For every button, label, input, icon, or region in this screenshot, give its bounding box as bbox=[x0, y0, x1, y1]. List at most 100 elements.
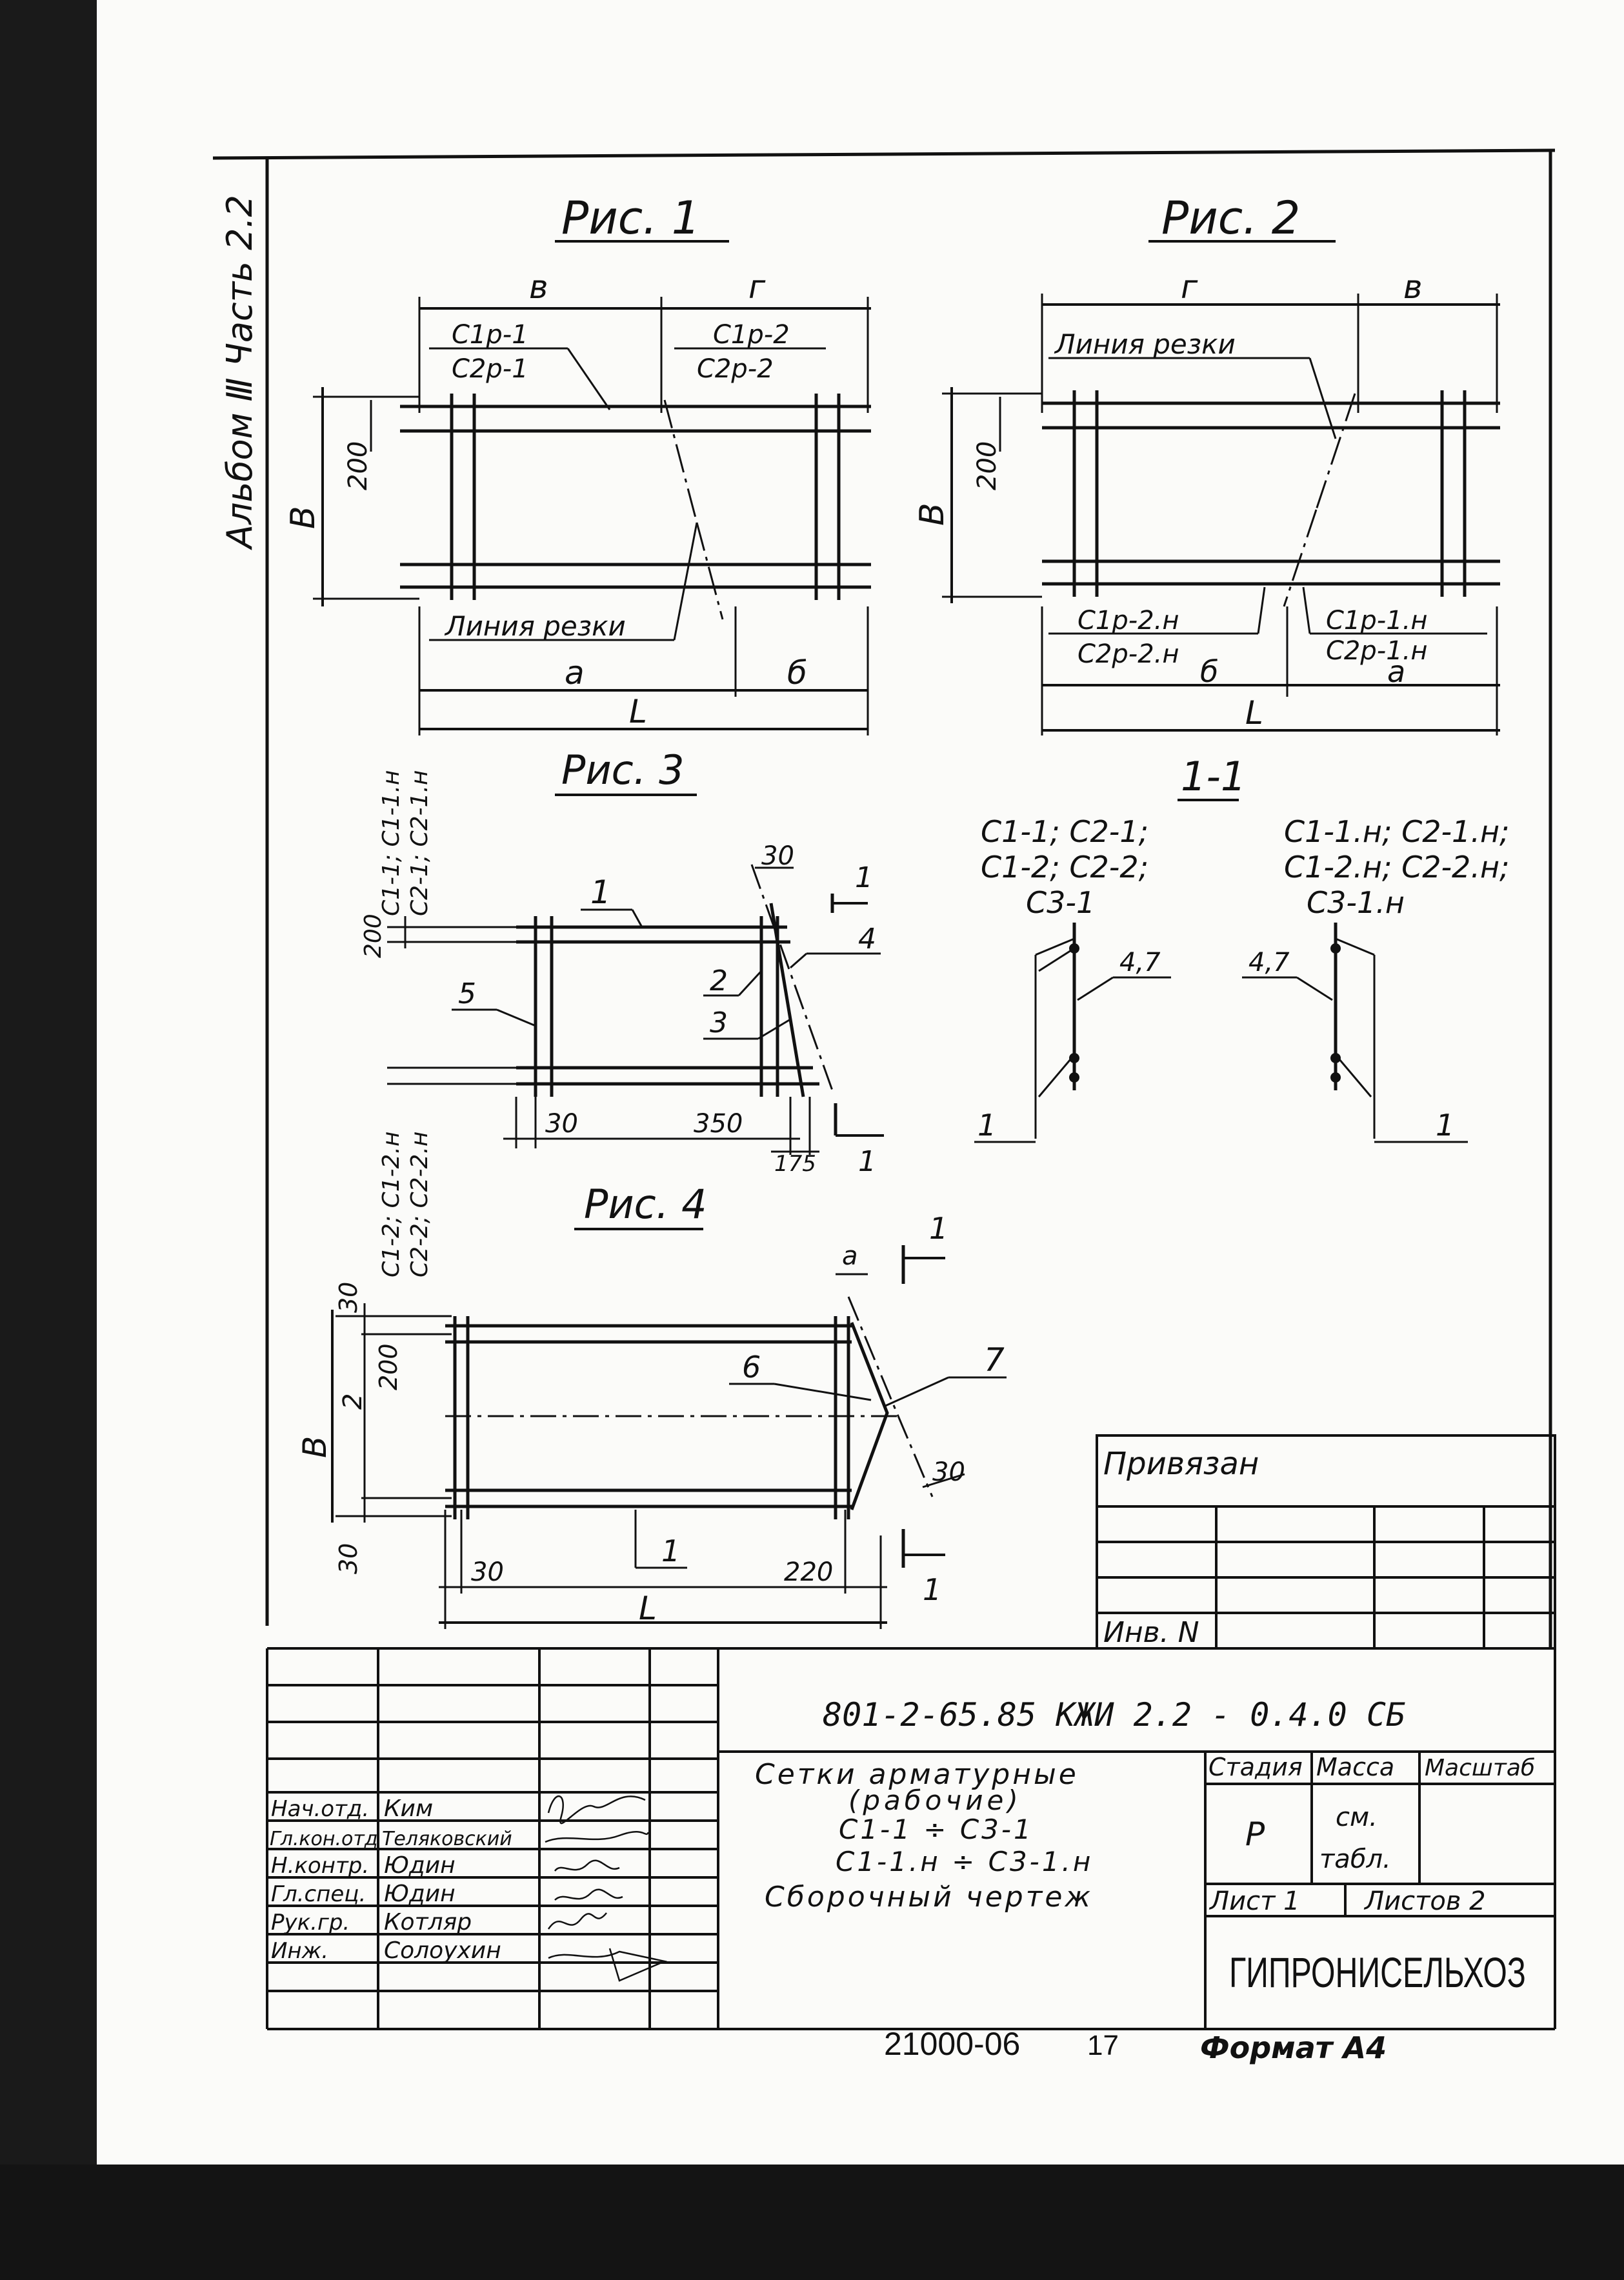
section-right-line-3: С3-1.н bbox=[1307, 885, 1405, 920]
title-block-grid bbox=[266, 1647, 1556, 2030]
fig4-pos-6: 6 bbox=[742, 1350, 761, 1385]
stage-value: Р bbox=[1245, 1815, 1265, 1853]
document-code: 801-2-65.85 КЖИ 2.2 - 0.4.0 СБ bbox=[823, 1696, 1405, 1734]
name-4: Юдин bbox=[384, 1881, 456, 1907]
fig2-mark-left-2: С2р-2.н bbox=[1078, 639, 1179, 669]
drawing-sheet bbox=[97, 0, 1624, 2165]
fig4-dim-spacing: 200 bbox=[374, 1343, 403, 1390]
figure-1: Рис. 1 в г С1р-1 С2р-1 С1р-2 С2р-2 В bbox=[284, 192, 871, 735]
fig4-dim-height: В bbox=[296, 1436, 334, 1458]
fig4-dim-bottom-30: 30 bbox=[334, 1543, 363, 1574]
role-4: Гл.спец. bbox=[271, 1881, 366, 1907]
doc-name-line-1: Сетки арматурные bbox=[755, 1758, 1079, 1791]
stage-header: Стадия bbox=[1208, 1753, 1303, 1781]
section-left-line-2: С1-2; С2-2; bbox=[981, 850, 1148, 885]
doc-name-line-5: Сборочный чертеж bbox=[765, 1881, 1093, 1914]
fig1-mark-left-1: С1р-1 bbox=[452, 320, 528, 350]
fig1-mark-right-1: С1р-2 bbox=[713, 320, 790, 350]
fig2-cut-line-label: Линия резки bbox=[1054, 328, 1236, 360]
fig3-angle: 30 bbox=[761, 841, 794, 871]
name-2: Теляковский bbox=[382, 1828, 512, 1850]
signatures bbox=[545, 1795, 668, 1982]
album-side-label: Альбом Ⅲ Часть 2.2 bbox=[219, 195, 260, 550]
fig4-dim-count: 2 bbox=[338, 1394, 368, 1410]
footer-number: 21000-06 bbox=[884, 2026, 1020, 2062]
sheet-number: Лист 1 bbox=[1208, 1886, 1300, 1916]
fig4-dim-offset: а bbox=[842, 1241, 858, 1271]
fig4-dim-top-30: 30 bbox=[334, 1282, 363, 1313]
role-2: Гл.кон.отд bbox=[270, 1828, 378, 1850]
fig4-section-top: 1 bbox=[929, 1211, 948, 1246]
fig2-mark-left-1: С1р-2.н bbox=[1078, 606, 1179, 635]
role-1: Нач.отд. bbox=[271, 1796, 369, 1822]
scan-edge-bottom bbox=[0, 2165, 1624, 2280]
mass-value-2: табл. bbox=[1319, 1845, 1391, 1874]
section-left-line-1: С1-1; С2-1; bbox=[981, 814, 1148, 849]
fig2-dim-total: L bbox=[1245, 694, 1263, 732]
fig4-section-bottom: 1 bbox=[923, 1572, 941, 1607]
fig3-pos-4: 4 bbox=[858, 923, 876, 955]
fig1-mark-left-2: С2р-1 bbox=[452, 354, 528, 384]
section-right-line-2: С1-2.н; С2-2.н; bbox=[1284, 850, 1510, 885]
fig3-dim-spacing: 200 bbox=[360, 914, 386, 958]
scale-header: Масштаб bbox=[1425, 1755, 1535, 1781]
fig1-mark-right-2: С2р-2 bbox=[697, 354, 774, 384]
section-right-pos-47: 4,7 bbox=[1248, 948, 1290, 977]
fig2-dim-top-left: г bbox=[1181, 268, 1198, 306]
mass-header: Масса bbox=[1316, 1753, 1394, 1781]
mass-value-1: см. bbox=[1336, 1803, 1378, 1832]
doc-name-line-3: С1-1 ÷ С3-1 bbox=[839, 1814, 1034, 1845]
fig1-dim-spacing: 200 bbox=[343, 441, 373, 490]
fig2-dim-bottom-left: б bbox=[1200, 654, 1218, 689]
fig3-dim-30: 30 bbox=[545, 1109, 578, 1139]
section-right-pos-1: 1 bbox=[1436, 1108, 1454, 1143]
fig2-title: Рис. 2 bbox=[1161, 192, 1300, 245]
fig1-title: Рис. 1 bbox=[561, 192, 700, 245]
fig3-side-bot-2: С2-2; С2-2.н bbox=[406, 1132, 433, 1277]
role-3: Н.контр. bbox=[271, 1853, 369, 1879]
fig3-pos-1: 1 bbox=[590, 874, 611, 911]
fig2-dim-height: В bbox=[913, 503, 952, 526]
name-5: Котляр bbox=[384, 1909, 472, 1935]
fig1-dim-top-left: в bbox=[529, 268, 548, 306]
fig3-side-bot-1: С1-2; С1-2.н bbox=[378, 1132, 405, 1277]
fig2-dim-top-right: в bbox=[1403, 268, 1422, 306]
binding-title: Привязан bbox=[1103, 1446, 1259, 1482]
fig4-pos-1: 1 bbox=[661, 1534, 680, 1568]
fig2-dim-spacing: 200 bbox=[972, 441, 1002, 490]
footer-format: Формат А4 bbox=[1200, 2030, 1387, 2065]
fig4-dim-left-30: 30 bbox=[471, 1557, 504, 1587]
fig3-side-top-2: С2-1; С2-1.н bbox=[406, 770, 433, 916]
fig2-dim-bottom-right: а bbox=[1387, 654, 1405, 689]
fig4-dim-right-220: 220 bbox=[784, 1557, 833, 1587]
fig1-cut-line-label: Линия резки bbox=[444, 610, 626, 642]
figure-3: Рис. 3 С1-1; С1-1.н С2-1; С2-1.н С1-2; С… bbox=[360, 746, 884, 1277]
fig1-dim-total: L bbox=[629, 693, 647, 730]
fig1-dim-height: В bbox=[284, 506, 323, 529]
doc-name-line-2: (рабочие) bbox=[848, 1785, 1022, 1816]
section-right-line-1: С1-1.н; С2-1.н; bbox=[1284, 814, 1510, 849]
figure-2: Рис. 2 г в Линия резки В 200 С1р-2.н С2р… bbox=[913, 192, 1500, 735]
section-left-pos-1: 1 bbox=[977, 1108, 996, 1143]
organization-name: ГИПРОНИСЕЛЬХОЗ bbox=[1229, 1948, 1526, 1996]
sheets-total: Листов 2 bbox=[1363, 1886, 1486, 1916]
fig3-pos-2: 2 bbox=[710, 965, 728, 997]
binding-box bbox=[1096, 1434, 1556, 1650]
fig3-pos-5: 5 bbox=[458, 977, 476, 1010]
role-5: Рук.гр. bbox=[271, 1910, 350, 1935]
section-left-line-3: С3-1 bbox=[1026, 885, 1095, 920]
name-3: Юдин bbox=[384, 1852, 456, 1879]
fig3-pos-3: 3 bbox=[710, 1006, 728, 1039]
fig1-dim-bottom-left: а bbox=[565, 654, 585, 692]
fig1-dim-top-right: г bbox=[748, 268, 766, 306]
footer-page: 17 bbox=[1087, 2030, 1119, 2061]
scan-edge-left bbox=[0, 0, 97, 2280]
figure-4: Рис. 4 30 200 В 2 30 30 220 L bbox=[296, 1181, 1007, 1629]
section-title: 1-1 bbox=[1181, 753, 1246, 800]
fig4-title: Рис. 4 bbox=[584, 1181, 707, 1228]
binding-inv: Инв. N bbox=[1103, 1616, 1199, 1649]
fig1-dim-bottom-right: б bbox=[787, 654, 807, 692]
section-1-1: 1-1 С1-1; С2-1; С1-2; С2-2; С3-1 С1-1.н;… bbox=[974, 753, 1510, 1143]
fig4-dim-total: L bbox=[639, 1590, 657, 1627]
